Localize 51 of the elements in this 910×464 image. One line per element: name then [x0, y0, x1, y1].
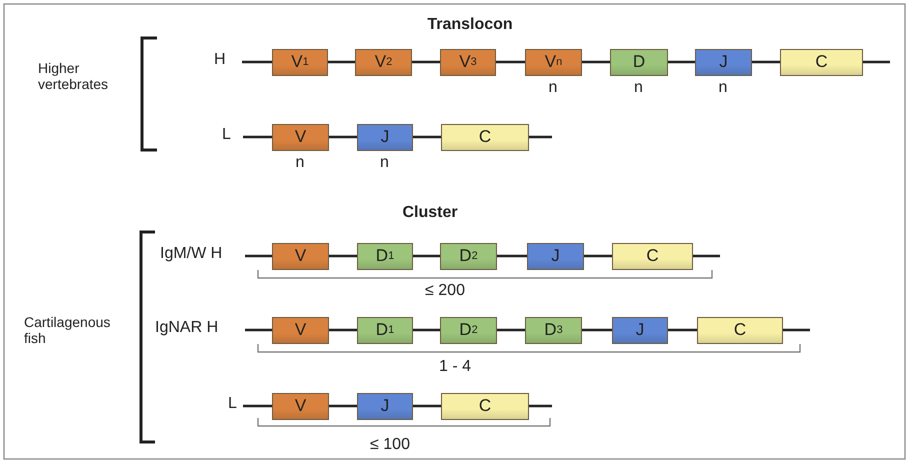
gene-line [329, 254, 357, 258]
gene-segment: C [780, 48, 863, 76]
count-label: n [380, 154, 389, 172]
gene-line [496, 60, 525, 64]
gene-line [582, 60, 610, 64]
text-label: IgNAR H [155, 319, 218, 337]
gene-segment: J [357, 392, 413, 420]
gene-segment: V [272, 124, 329, 150]
text-label: ≤ 100 [370, 436, 410, 454]
section-heading: Translocon [427, 16, 513, 34]
gene-line [413, 404, 441, 408]
gene-segment: C [697, 316, 783, 344]
gene-line [329, 136, 357, 138]
gene-segment: D [610, 48, 668, 76]
text-label: L [222, 126, 231, 144]
gene-segment: C [441, 124, 529, 150]
gene-line [497, 328, 525, 332]
gene-segment: J [527, 242, 584, 270]
text-label: Higher vertebrates [38, 60, 110, 92]
gene-line [412, 60, 440, 64]
text-label: H [214, 51, 226, 69]
gene-line [582, 328, 612, 332]
count-label: n [548, 78, 558, 96]
gene-line [497, 254, 527, 258]
text-label: IgM/W H [160, 245, 222, 263]
section-heading: Cluster [402, 204, 458, 222]
gene-line [329, 404, 357, 408]
gene-segment: C [441, 392, 529, 420]
text-label: 1 - 4 [439, 358, 471, 376]
gene-segment: V [272, 242, 329, 270]
gene-line [413, 328, 440, 332]
text-label: L [228, 395, 237, 413]
text-label: ≤ 200 [425, 282, 465, 300]
count-label: n [634, 78, 643, 96]
gene-segment: V [272, 316, 329, 344]
gene-segment: V [272, 392, 329, 420]
gene-line [328, 60, 355, 64]
gene-line [413, 136, 441, 138]
gene-segment: C [612, 242, 693, 270]
text-label: Cartilagenous fish [24, 314, 112, 346]
count-label: n [718, 78, 728, 96]
gene-segment: J [612, 316, 668, 344]
gene-line [413, 254, 440, 258]
gene-line [668, 328, 697, 332]
count-label: n [296, 154, 304, 172]
gene-line [668, 60, 695, 64]
gene-line [752, 60, 780, 64]
gene-segment: J [695, 48, 752, 76]
gene-segment: J [357, 124, 413, 150]
gene-line [584, 254, 612, 258]
gene-line [329, 328, 357, 332]
